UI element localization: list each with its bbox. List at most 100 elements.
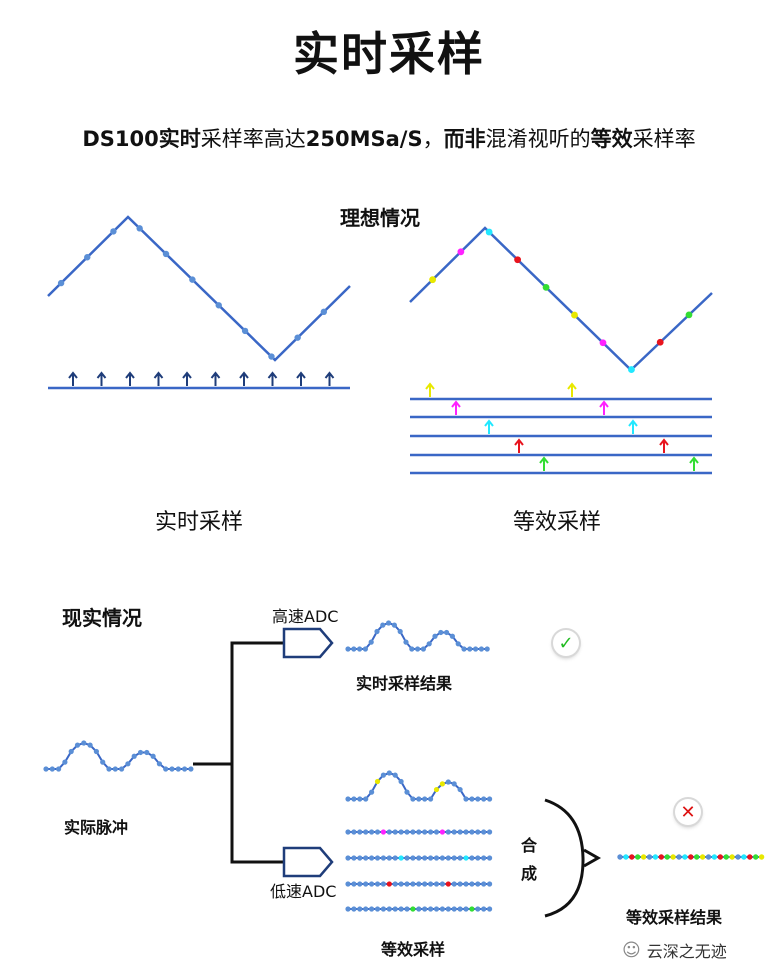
actual-pulse-dot <box>93 748 99 755</box>
brace-arrow <box>583 848 602 868</box>
equivalent-row-dot <box>439 829 445 835</box>
equivalent-row-dot <box>363 855 369 861</box>
colored-sample-arrow-head <box>628 419 638 427</box>
subtitle-model: DS100 <box>82 127 159 151</box>
colored-sample-arrow-head <box>514 438 524 446</box>
equivalent-row-dot <box>404 855 410 861</box>
actual-pulse-dot <box>100 759 106 765</box>
equivalent-result-dot <box>629 854 635 860</box>
actual-pulse-dot <box>156 761 162 767</box>
equivalent-row-dot <box>369 829 375 835</box>
equivalent-result-dot <box>694 854 700 860</box>
realtime-result-dot <box>403 639 409 645</box>
actual-pulse-dot <box>74 742 81 748</box>
equivalent-result-dot <box>735 854 741 860</box>
low-speed-adc-block <box>282 846 334 878</box>
equivalent-result-dot <box>729 854 735 860</box>
real-heading: 现实情况 <box>62 606 142 630</box>
equivalent-row-dot <box>428 906 434 912</box>
equivalent-row-dot <box>487 906 493 912</box>
equivalent-row-dot <box>463 829 469 835</box>
ideal-left-caption: 实时采样 <box>155 510 244 535</box>
colored-sample-arrow-head <box>425 382 435 390</box>
watermark: ☺ 云深之无迹 <box>622 938 727 962</box>
actual-pulse-dot <box>182 766 188 772</box>
equivalent-row-dot <box>357 881 363 887</box>
equivalent-result-dot <box>670 854 676 860</box>
equivalent-row-dot <box>451 855 457 861</box>
equivalent-result-dot <box>753 854 759 860</box>
actual-pulse-dot <box>112 766 118 772</box>
sample-arrow-head <box>239 371 249 379</box>
equivalent-row-1-dot <box>439 781 445 787</box>
equivalent-row-dot <box>357 829 363 835</box>
realtime-result-dot <box>386 620 392 626</box>
equivalent-row-dot <box>457 881 463 887</box>
equivalent-row-1-dot <box>457 786 463 793</box>
colored-sample-arrow-head <box>659 438 669 446</box>
realtime-result-dot <box>449 633 455 639</box>
realtime-result-dot <box>455 641 461 647</box>
combine-char-1: 合 <box>521 836 538 855</box>
equivalent-row-dot <box>445 881 451 887</box>
realtime-result-dot <box>473 646 479 652</box>
equivalent-sample-row-1 <box>345 770 493 802</box>
equivalent-result-dot <box>623 854 629 860</box>
equivalent-sampling-label: 等效采样 <box>381 940 446 959</box>
equivalent-row-dot <box>428 881 434 887</box>
ideal-heading: 理想情况 <box>340 206 420 230</box>
colored-sample-arrow-head <box>689 456 699 464</box>
equivalent-row-dot <box>463 855 469 861</box>
equivalent-result-dot <box>711 854 718 860</box>
equivalent-row-dot <box>433 855 440 861</box>
equivalent-row-1-dot <box>428 796 434 802</box>
equivalent-row-dot <box>463 906 469 912</box>
equivalent-row-dot <box>487 855 493 861</box>
realtime-result-dot <box>397 628 403 635</box>
equivalent-row-dot <box>457 829 463 835</box>
equivalent-row-dot <box>439 881 445 887</box>
equivalent-row-dot <box>457 906 463 912</box>
sample-dot <box>241 327 249 335</box>
equivalent-row-dot <box>451 829 457 835</box>
actual-pulse-dot <box>137 749 144 756</box>
equivalent-row-dot <box>469 829 475 835</box>
equivalent-row-1-dot <box>469 796 475 802</box>
equivalent-row-dot <box>410 906 416 912</box>
equivalent-row-1-dot <box>481 796 487 802</box>
equivalent-row-dot <box>369 906 375 912</box>
equivalent-row-1-dot <box>363 796 369 802</box>
equivalent-result-dot <box>747 854 753 860</box>
equivalent-row-dot <box>392 881 398 887</box>
sample-arrow-head <box>125 371 135 379</box>
actual-pulse-dot <box>163 766 169 772</box>
equivalent-row-dot <box>404 829 410 835</box>
realtime-result-dot <box>426 641 432 647</box>
equivalent-row-dot <box>469 855 475 861</box>
equivalent-row-dot <box>422 906 428 912</box>
sample-arrow-head <box>267 371 278 379</box>
ideal-realtime-waveform <box>47 215 351 362</box>
sample-arrow-head <box>153 371 164 379</box>
ideal-equivalent-samples <box>429 228 693 373</box>
equivalent-row-dot <box>416 906 422 912</box>
subtitle: DS100实时采样率高达250MSa/S，而非混淆视听的等效采样率 <box>0 123 778 153</box>
subtitle-rate: 250MSa/S <box>305 127 423 151</box>
equivalent-row-dot <box>363 906 369 912</box>
ideal-realtime-samples <box>57 225 328 360</box>
actual-pulse-dot <box>81 740 87 746</box>
sample-dot <box>84 254 91 261</box>
equivalent-row-1-dot <box>345 796 351 802</box>
realtime-result-dot <box>409 646 415 652</box>
ideal-right-caption: 等效采样 <box>513 510 602 535</box>
equivalent-result-dot <box>741 854 747 860</box>
realtime-result-dot <box>368 639 374 645</box>
equivalent-row-dot <box>416 855 422 861</box>
actual-pulse-dot <box>62 759 68 765</box>
subtitle-equivalent: 等效 <box>590 127 633 151</box>
equivalent-row-dot <box>351 829 357 835</box>
equivalent-row-dot <box>445 855 451 861</box>
equivalent-result-dot <box>664 854 670 860</box>
realtime-result-dot <box>374 628 380 635</box>
equivalent-row-1-dot <box>487 796 493 802</box>
